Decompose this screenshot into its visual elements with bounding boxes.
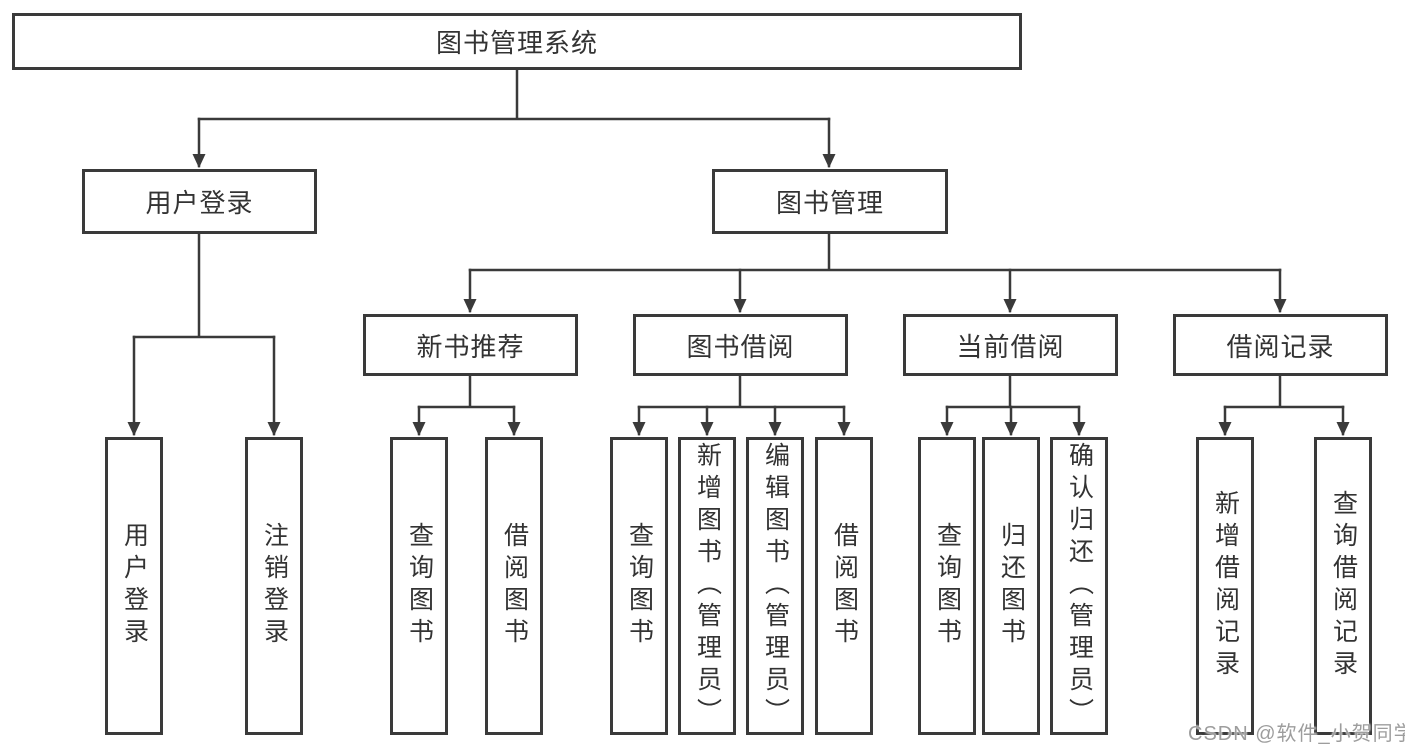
node-new-book-recommend-label: 新书推荐 [416, 331, 525, 362]
leaf-query-books-current-label: 查询图书 [933, 522, 962, 650]
leaf-confirm-return-admin-label: 确认归还（管理员） [1065, 442, 1094, 730]
leaf-logout-label: 注销登录 [260, 522, 289, 650]
leaf-add-books-admin: 新增图书（管理员） [678, 437, 736, 735]
leaf-query-books-recommend: 查询图书 [390, 437, 448, 735]
node-user-login-label: 用户登录 [145, 188, 254, 218]
leaf-add-books-admin-label: 新增图书（管理员） [693, 442, 722, 730]
leaf-query-books-recommend-label: 查询图书 [405, 522, 434, 650]
leaf-user-login: 用户登录 [105, 437, 163, 735]
connector-current-borrow [940, 374, 1086, 436]
node-new-book-recommend: 新书推荐 [363, 314, 578, 376]
leaf-logout: 注销登录 [245, 437, 303, 735]
node-book-mgmt: 图书管理 [712, 169, 948, 234]
node-book-borrow: 图书借阅 [633, 314, 848, 376]
watermark: CSDN @软件_小贺同学 [1188, 723, 1405, 745]
node-borrow-records-label: 借阅记录 [1226, 331, 1335, 362]
leaf-confirm-return-admin: 确认归还（管理员） [1050, 437, 1108, 735]
leaf-edit-books-admin: 编辑图书（管理员） [746, 437, 804, 735]
leaf-query-books-borrow-label: 查询图书 [625, 522, 654, 650]
node-current-borrow-label: 当前借阅 [956, 331, 1065, 362]
leaf-edit-books-admin-label: 编辑图书（管理员） [761, 442, 790, 730]
leaf-add-borrow-record: 新增借阅记录 [1196, 437, 1254, 735]
node-borrow-records: 借阅记录 [1173, 314, 1388, 376]
connector-user-login [127, 232, 281, 436]
leaf-borrow-books-recommend: 借阅图书 [485, 437, 543, 735]
connector-new-book-recommend [412, 374, 521, 436]
connector-book-mgmt [463, 232, 1287, 313]
leaf-user-login-label: 用户登录 [120, 522, 149, 650]
connector-root [192, 68, 836, 168]
leaf-borrow-books: 借阅图书 [815, 437, 873, 735]
node-user-login: 用户登录 [82, 169, 317, 234]
leaf-return-books-label: 归还图书 [997, 522, 1026, 650]
node-book-mgmt-label: 图书管理 [775, 188, 884, 218]
leaf-query-borrow-record: 查询借阅记录 [1314, 437, 1372, 735]
node-current-borrow: 当前借阅 [903, 314, 1118, 376]
connector-book-borrow [632, 374, 851, 436]
leaf-borrow-books-recommend-label: 借阅图书 [500, 522, 529, 650]
connector-borrow-records [1218, 374, 1350, 436]
node-book-borrow-label: 图书借阅 [686, 331, 795, 362]
node-library-system-label: 图书管理系统 [435, 28, 598, 58]
leaf-query-books-current: 查询图书 [918, 437, 976, 735]
leaf-borrow-books-label: 借阅图书 [830, 522, 859, 650]
leaf-query-books-borrow: 查询图书 [610, 437, 668, 735]
leaf-return-books: 归还图书 [982, 437, 1040, 735]
node-library-system: 图书管理系统 [12, 13, 1022, 70]
leaf-add-borrow-record-label: 新增借阅记录 [1211, 490, 1240, 682]
leaf-query-borrow-record-label: 查询借阅记录 [1329, 490, 1358, 682]
